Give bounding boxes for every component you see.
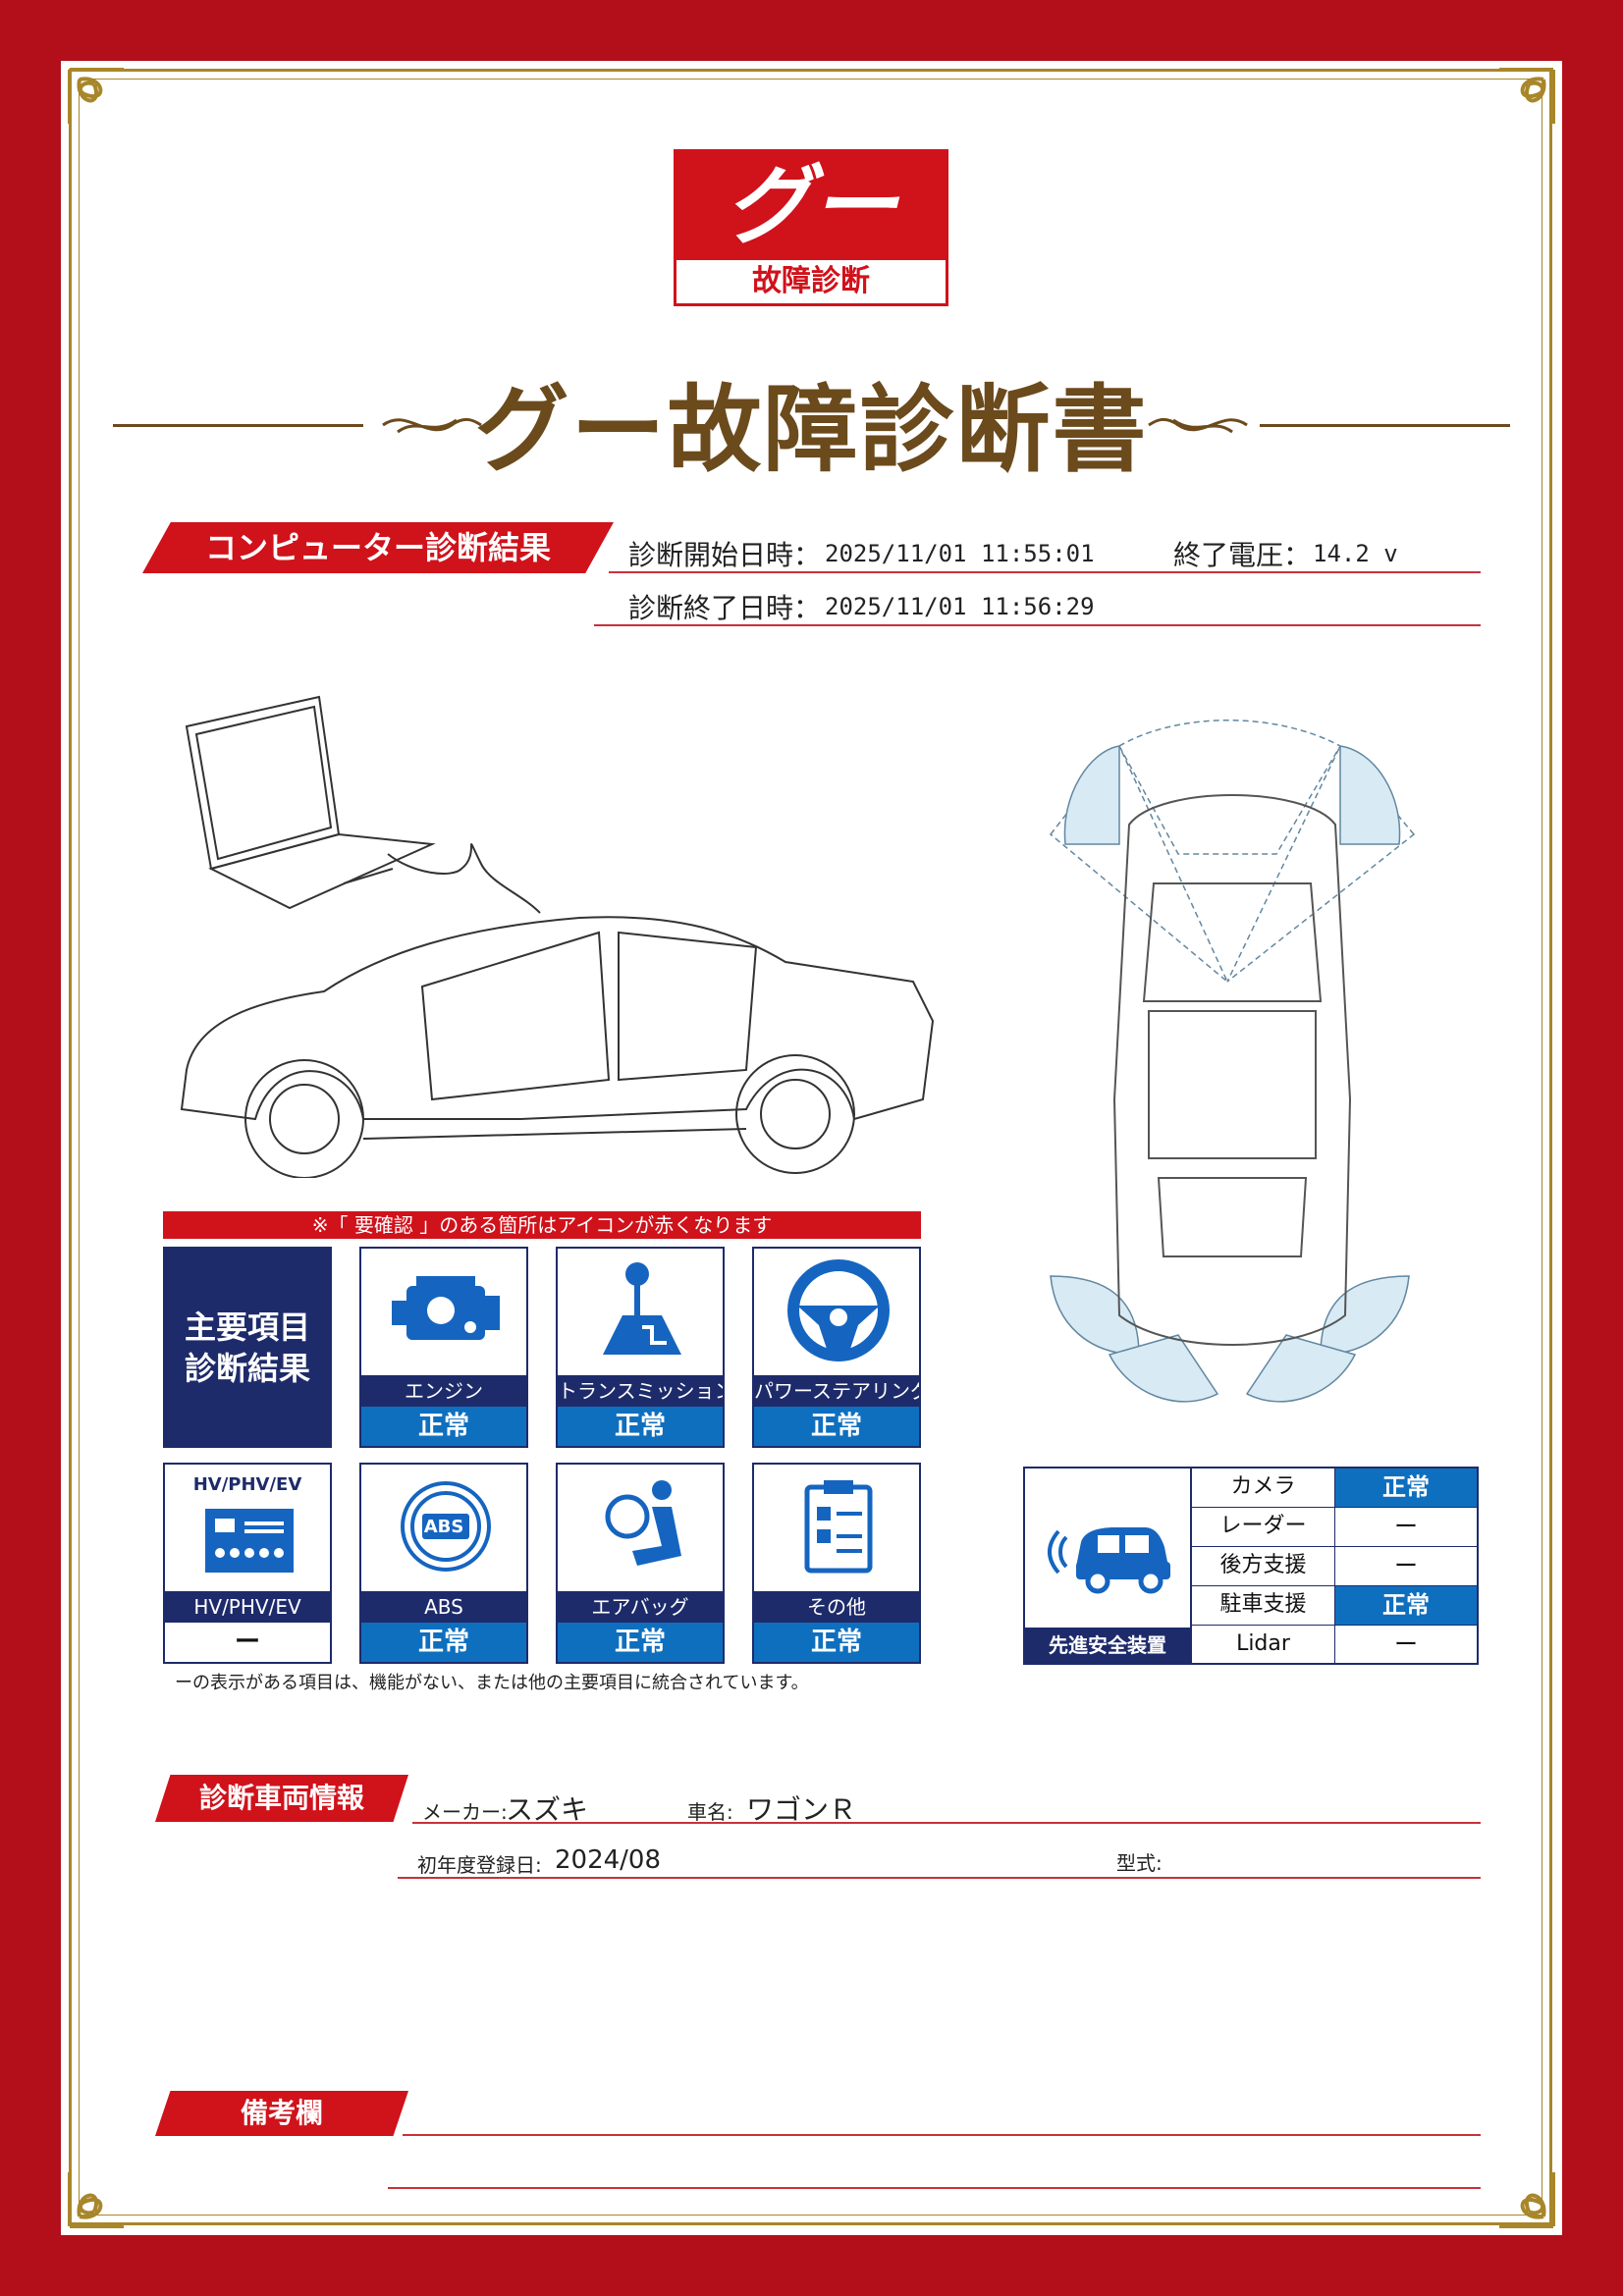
diag-card-name: HV/PHV/EV: [165, 1591, 330, 1623]
underline: [398, 1877, 1481, 1879]
diag-card-status: 正常: [558, 1623, 723, 1662]
diag-card-transmission: トランスミッション 正常: [556, 1247, 725, 1448]
start-time-label: 診断開始日時：: [628, 539, 822, 571]
remarks-line: [403, 2134, 1481, 2136]
underline: [609, 571, 1481, 573]
underline: [412, 1822, 1481, 1824]
corner-ornament-icon: [1499, 68, 1555, 124]
corner-ornament-icon: [68, 2172, 124, 2228]
model-label: 型式:: [1116, 1851, 1163, 1875]
airbag-icon: [605, 1480, 681, 1566]
abs-icon-label: ABS: [423, 1517, 464, 1537]
logo-caption: 故障診断: [752, 264, 870, 298]
title-rule-right: [1260, 424, 1510, 427]
section-tag-vehicle: 診断車両情報: [155, 1775, 408, 1822]
top-view-car-illustration: [1049, 720, 1416, 1403]
flourish-left-icon: [382, 417, 482, 434]
safety-row: レーダー ー: [1192, 1508, 1477, 1547]
safety-row: 後方支援 ー: [1192, 1547, 1477, 1586]
logo-mark: グー: [676, 152, 946, 260]
end-time-value: 2025/11/01 11:56:29: [825, 593, 1095, 620]
diag-card-name: トランスミッション: [558, 1375, 723, 1407]
diag-card-name: エンジン: [361, 1375, 526, 1407]
engine-icon: [392, 1276, 500, 1340]
safety-row: Lidar ー: [1192, 1626, 1477, 1665]
diag-card-status: 正常: [754, 1407, 919, 1446]
safety-row-name: レーダー: [1192, 1508, 1335, 1546]
main-items-header-line1: 主要項目: [184, 1308, 310, 1346]
safety-row-status: ー: [1394, 1630, 1418, 1658]
battery-icon: [205, 1509, 294, 1573]
safety-row-status: ー: [1394, 1513, 1418, 1540]
document-title: グー故障診断書: [474, 374, 1149, 485]
car-sensor-icon: [1048, 1527, 1170, 1594]
diag-card-name: エアバッグ: [558, 1591, 723, 1623]
safety-icon-cell: 先進安全装置: [1025, 1468, 1192, 1663]
diag-card-power-steering: パワーステアリング 正常: [752, 1247, 921, 1448]
car-name-label: 車名:: [687, 1800, 733, 1824]
safety-row-name: 後方支援: [1192, 1547, 1335, 1585]
clipboard-icon: [804, 1480, 873, 1574]
diag-card-abs: ABS ABS 正常: [359, 1463, 528, 1664]
corner-ornament-icon: [68, 68, 124, 124]
voltage-label: 終了電圧：: [1173, 539, 1312, 571]
main-items-header-line2: 診断結果: [184, 1350, 310, 1387]
registration-label: 初年度登録日:: [417, 1853, 542, 1877]
diag-card-name: パワーステアリング: [754, 1375, 919, 1407]
safety-row-name: 駐車支援: [1192, 1586, 1335, 1625]
title-rule-left: [113, 424, 363, 427]
diag-card-other: その他 正常: [752, 1463, 921, 1664]
corner-ornament-icon: [1499, 2172, 1555, 2228]
end-time-label: 診断終了日時：: [628, 592, 822, 624]
diag-card-status: 正常: [361, 1623, 526, 1662]
diag-card-hv: HV/PHV/EV HV/PHV/EV ー: [163, 1463, 332, 1664]
abs-icon: [401, 1481, 491, 1572]
safety-row-status: ー: [1394, 1552, 1418, 1579]
diag-card-airbag: エアバッグ 正常: [556, 1463, 725, 1664]
gold-frame-inner: [79, 79, 1542, 2216]
certificate-paper: [61, 61, 1562, 2235]
remarks-line: [388, 2187, 1481, 2189]
registration-value: 2024/08: [555, 1845, 662, 1875]
safety-row-status: 正常: [1335, 1586, 1477, 1625]
shift-lever-icon: [603, 1262, 681, 1355]
diag-card-status: 正常: [754, 1623, 919, 1662]
flourish-right-icon: [1148, 417, 1248, 434]
car-name-value: ワゴンＲ: [746, 1793, 857, 1826]
safety-row-name: Lidar: [1192, 1626, 1335, 1665]
maker-value: スズキ: [506, 1793, 589, 1826]
section-tag-remarks: 備考欄: [155, 2091, 408, 2136]
steering-wheel-icon: [787, 1259, 890, 1362]
main-items-header: 主要項目 診断結果: [163, 1247, 332, 1448]
diag-card-status: 正常: [558, 1407, 723, 1446]
hv-icon-label: HV/PHV/EV: [192, 1474, 302, 1495]
safety-caption: 先進安全装置: [1025, 1628, 1190, 1663]
voltage-value: 14.2 v: [1313, 540, 1398, 567]
gold-frame-outer: [69, 69, 1552, 2225]
safety-row-status: 正常: [1335, 1468, 1477, 1507]
notice-banner: ※「 要確認 」のある箇所はアイコンが赤くなります: [163, 1211, 921, 1239]
diag-card-status: ー: [165, 1623, 330, 1662]
diag-card-engine: エンジン 正常: [359, 1247, 528, 1448]
diag-card-name: ABS: [361, 1591, 526, 1623]
safety-row: 駐車支援正常: [1192, 1586, 1477, 1626]
start-time-value: 2025/11/01 11:55:01: [825, 540, 1095, 567]
maker-label: メーカー:: [422, 1800, 508, 1824]
footnote: ーの表示がある項目は、機能がない、または他の主要項目に統合されています。: [175, 1673, 809, 1693]
safety-row: カメラ正常: [1192, 1468, 1477, 1508]
goo-logo: グー 故障診断: [674, 149, 948, 306]
diag-card-name: その他: [754, 1591, 919, 1623]
diag-card-status: 正常: [361, 1407, 526, 1446]
section-tag-computer: コンピューター診断結果: [142, 522, 614, 573]
safety-row-name: カメラ: [1192, 1468, 1335, 1507]
underline: [594, 624, 1481, 626]
laptop-car-illustration: [180, 695, 935, 1178]
